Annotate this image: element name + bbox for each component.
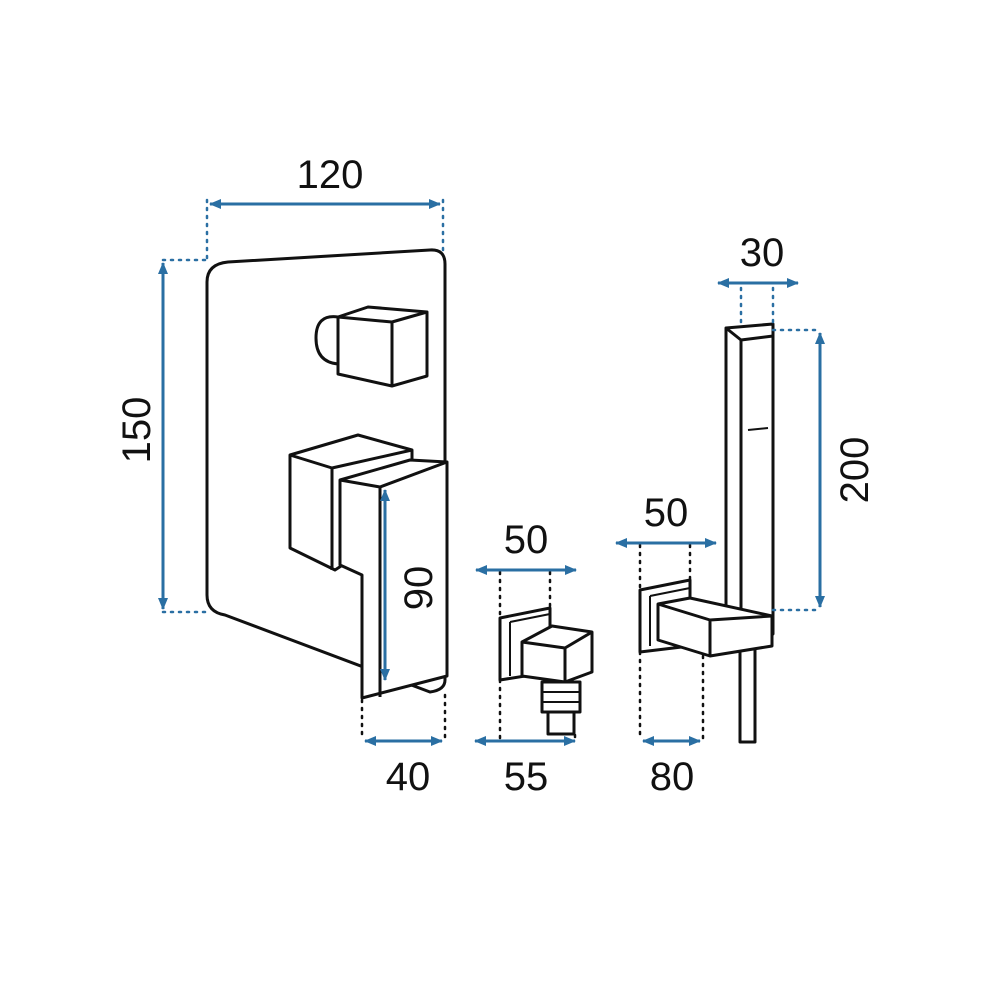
plate-width-label: 120 (297, 153, 364, 197)
outlet-body (520, 624, 594, 684)
outlet-depth-label: 55 (504, 755, 549, 799)
outlet-nozzle (540, 680, 582, 714)
outlet-width-label: 50 (504, 518, 549, 562)
holder-width-label: 50 (644, 491, 689, 535)
diverter-knob (336, 305, 429, 388)
handshower-length-label: 200 (833, 437, 877, 504)
plate-height-label: 150 (115, 397, 159, 464)
lever-handle (338, 458, 449, 700)
lever-height-label: 90 (397, 566, 441, 611)
handshower-width-label: 30 (740, 231, 785, 275)
mixer-plate-drawing: 120 150 90 40 (115, 153, 449, 799)
holder-handshower-drawing: 30 200 50 80 (615, 231, 877, 799)
holder-depth-label: 80 (650, 755, 695, 799)
diverter-knob-round (314, 315, 340, 366)
lever-depth-label: 40 (386, 755, 431, 799)
handshower (724, 322, 775, 744)
wall-outlet-drawing: 50 55 (474, 518, 594, 799)
